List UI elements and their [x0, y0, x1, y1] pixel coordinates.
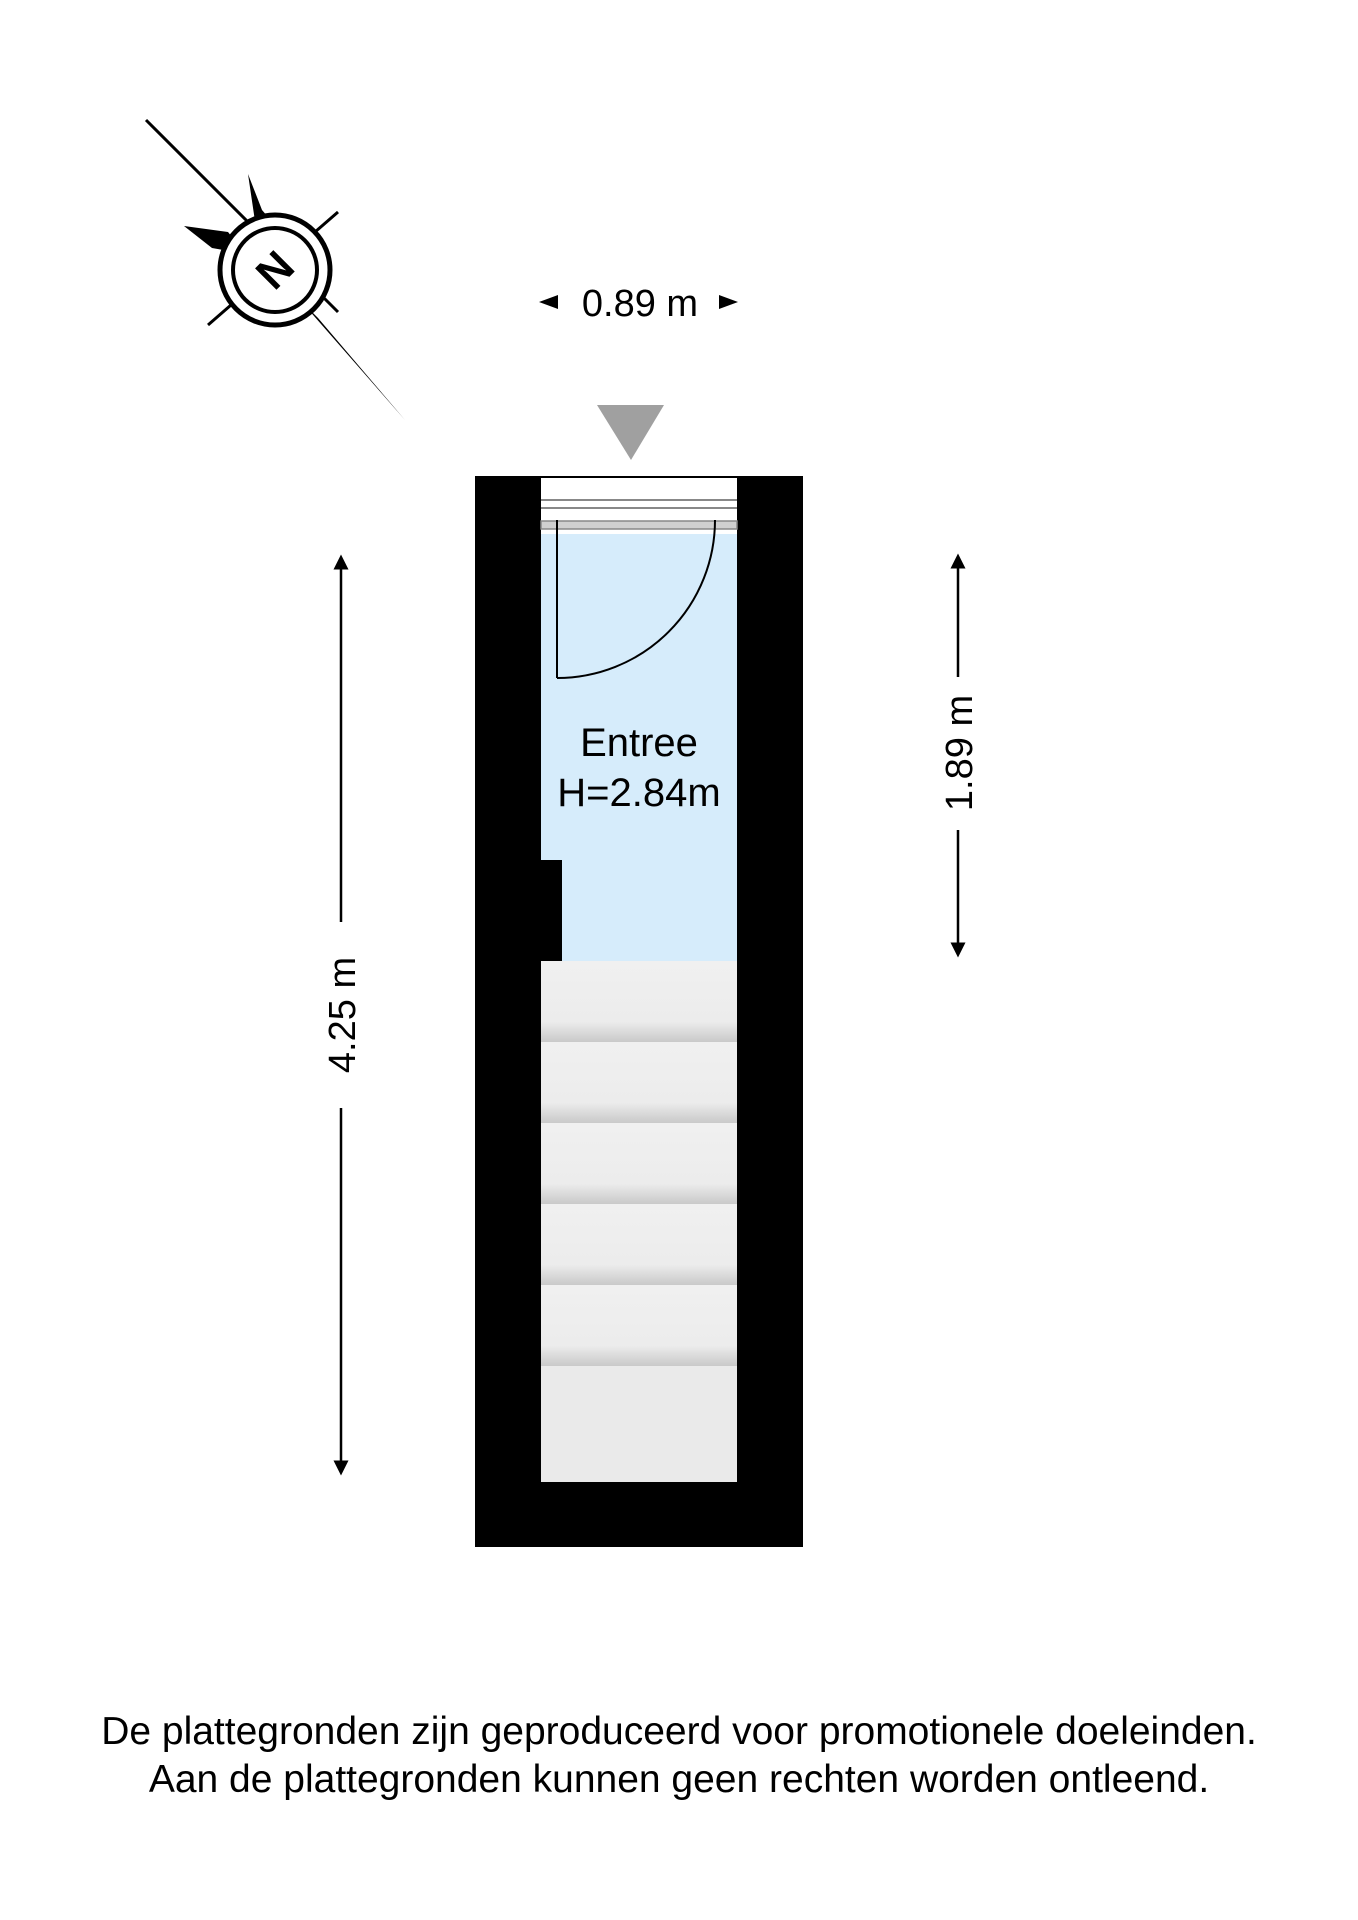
compass-inner-ring: [231, 226, 319, 314]
compass-south-needle: [300, 300, 405, 420]
room-entree: [541, 534, 737, 961]
disclaimer-line-2: Aan de plattegronden kunnen geen rechten…: [148, 1758, 1210, 1801]
stair-step: [541, 1204, 737, 1285]
room-name-label: Entree: [580, 721, 698, 765]
right-height-label: 1.89 m: [939, 695, 981, 811]
door-swing-arc: [556, 519, 716, 679]
stair-step: [541, 1042, 737, 1123]
disclaimer: De plattegronden zijn geproduceerd voor …: [0, 1708, 1358, 1804]
stair-step: [541, 1123, 737, 1204]
staircase: [541, 961, 737, 1482]
disclaimer-line-1: De plattegronden zijn geproduceerd voor …: [101, 1710, 1257, 1753]
stair-landing: [541, 1366, 737, 1482]
room-height-label: H=2.84m: [557, 771, 720, 815]
width-dimension-label: 0.89 m: [582, 283, 698, 325]
right-height-dimension: 1.89 m: [939, 553, 981, 958]
left-height-label: 4.25 m: [322, 957, 364, 1073]
stair-step: [541, 961, 737, 1042]
door-threshold: [540, 520, 738, 530]
left-height-dimension: 4.25 m: [322, 554, 364, 1476]
stair-step: [541, 1285, 737, 1366]
compass: N: [144, 118, 405, 420]
entrance-marker-icon: [597, 405, 664, 460]
dimension-arrow-right-icon: [719, 295, 738, 309]
width-dimension: 0.89 m: [539, 283, 738, 325]
wall-notch: [541, 860, 562, 961]
dimension-arrow-left-icon: [539, 295, 558, 309]
